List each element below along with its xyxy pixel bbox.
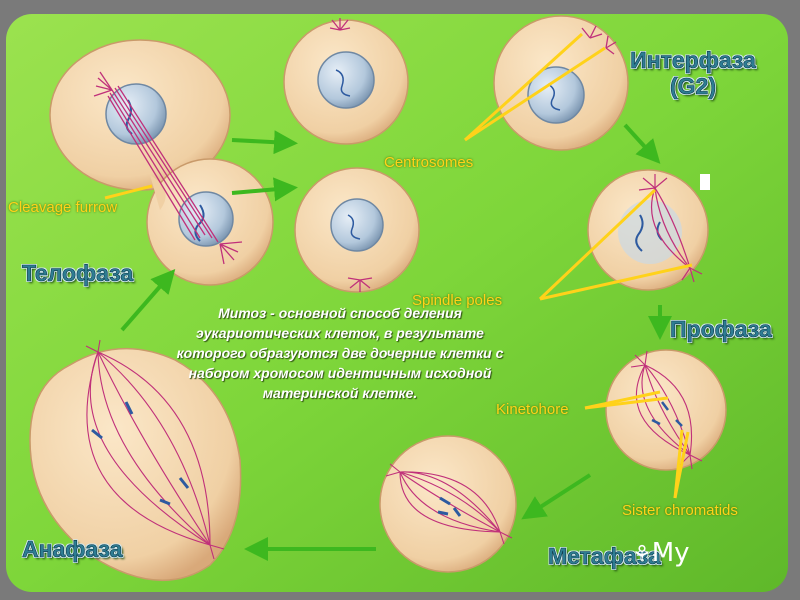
interphase-cell xyxy=(493,15,629,151)
centrosome-pointer xyxy=(463,32,584,142)
spindle-pole-pointer xyxy=(539,263,693,301)
anaphase-cell xyxy=(29,339,242,582)
brand-mark: ⚘My xyxy=(632,538,690,568)
metaphase-plate-cell xyxy=(379,435,517,573)
cleavage-pointer xyxy=(104,184,153,200)
nucleus xyxy=(178,191,234,247)
arrow-icon xyxy=(521,473,592,520)
metaphase-cell xyxy=(605,349,727,471)
label-sister-chromatids: Sister chromatids xyxy=(622,502,738,519)
arrow-icon xyxy=(231,130,298,155)
cycle-arrows xyxy=(120,123,672,561)
daughter-cell-top xyxy=(283,18,409,145)
white-marker xyxy=(700,174,710,190)
label-spindle-poles: Spindle poles xyxy=(412,292,503,309)
plant-icon: ⚘ xyxy=(632,542,652,567)
phase-prophase: Профаза xyxy=(670,316,772,343)
label-kinetohore: Kinetohore xyxy=(496,401,569,418)
prophase-cell xyxy=(587,169,709,291)
pointer-lines xyxy=(104,32,693,499)
spindle-pole-pointer xyxy=(538,188,657,301)
mitosis-description: Митоз - основной способ деления эукариот… xyxy=(176,305,504,401)
phase-anaphase: Анафаза xyxy=(22,536,123,563)
phase-telophase: Телофаза xyxy=(22,260,134,287)
label-centrosomes: Centrosomes xyxy=(384,154,474,171)
arrow-icon xyxy=(623,123,661,164)
daughter-cell-bottom xyxy=(294,167,420,293)
brand-text: My xyxy=(651,538,690,568)
phase-metaphase: Метафаза xyxy=(548,543,661,570)
phase-interphase: Интерфаза (G2) xyxy=(630,47,756,100)
label-cleavage-furrow: Cleavage furrow xyxy=(8,199,118,216)
kinetohore-pointer xyxy=(584,396,669,410)
arrow-icon xyxy=(231,177,298,202)
centrosome-pointer xyxy=(464,46,606,142)
arrow-icon xyxy=(120,268,176,332)
chromatid-pointer xyxy=(673,431,690,499)
